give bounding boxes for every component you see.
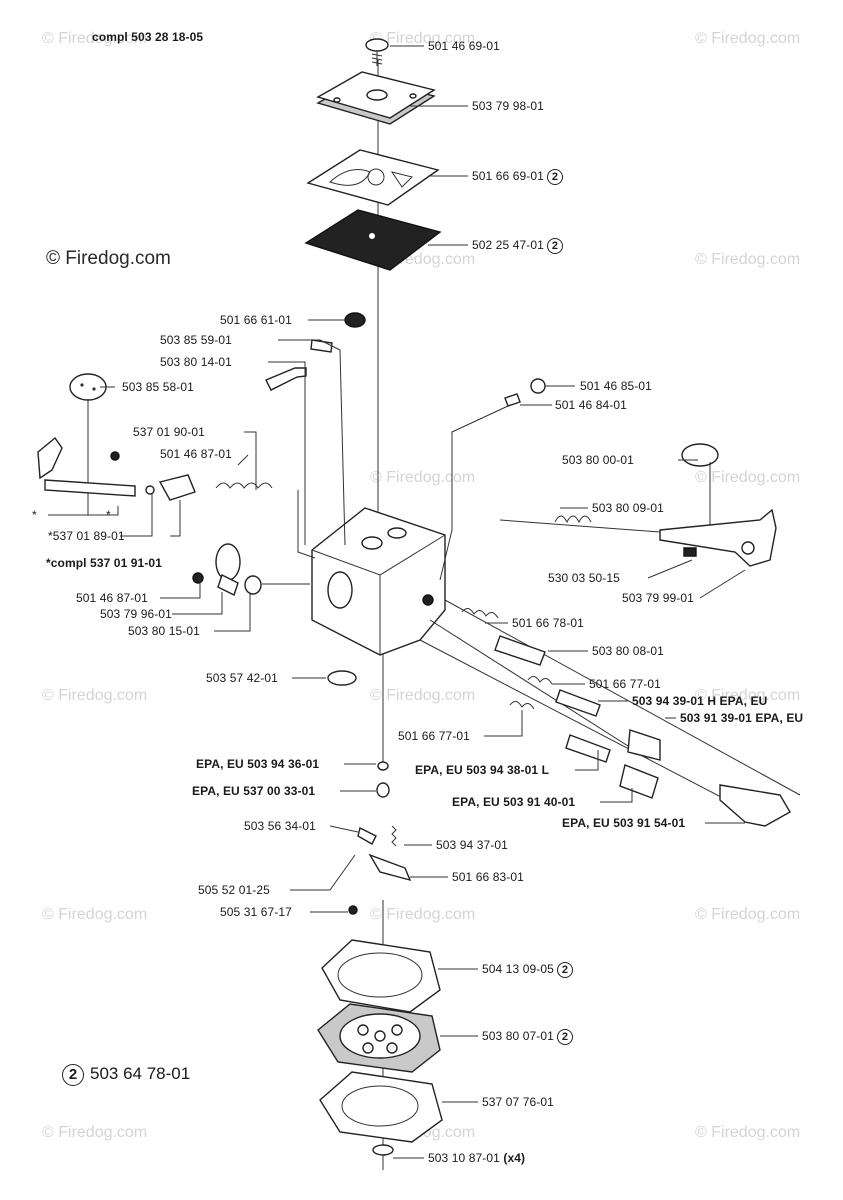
part-number: 503 10 87-01 <box>428 1151 500 1165</box>
fuel-tube-part <box>265 339 333 391</box>
part-label[interactable]: 503 91 39-01 EPA, EU <box>680 711 804 725</box>
throttle-plate-part <box>69 373 107 515</box>
part-label[interactable]: 501 66 83-01 <box>452 870 524 884</box>
part-label[interactable]: 503 80 15-01 <box>128 624 200 638</box>
throttle-shaft-part <box>37 436 273 501</box>
part-label[interactable]: 503 80 08-01 <box>592 644 664 658</box>
valve-cap-part <box>344 312 366 328</box>
part-label[interactable]: 501 66 77-01 <box>398 729 470 743</box>
lower-gasket-part <box>321 939 441 1013</box>
kit-ref-badge: 2 <box>556 962 573 978</box>
bottom-cover-part <box>319 1071 443 1143</box>
leader-lines <box>48 45 746 1159</box>
part-label[interactable]: 503 80 14-01 <box>160 355 232 369</box>
right-lever-part <box>439 378 777 581</box>
kit-legend: 2 503 64 78-01 <box>62 1064 190 1086</box>
watermark: © Firedog.com <box>370 469 476 486</box>
kit-ref-badge: 2 <box>62 1064 84 1086</box>
cover-plate-part <box>316 71 436 125</box>
part-label[interactable]: 501 46 85-01 <box>580 379 652 393</box>
watermark: © Firedog.com <box>42 906 148 923</box>
watermark: © Firedog.com <box>42 687 148 704</box>
part-label[interactable]: 503 10 87-01 (x4) <box>428 1151 525 1165</box>
part-label[interactable]: EPA, EU 503 94 36-01 <box>196 757 320 771</box>
part-label[interactable]: 537 07 76-01 <box>482 1095 554 1109</box>
part-label[interactable]: 501 66 61-01 <box>220 313 292 327</box>
part-number: 504 13 09-05 <box>482 962 554 976</box>
part-label[interactable]: 503 57 42-01 <box>206 671 278 685</box>
part-label[interactable]: EPA, EU 503 94 38-01 L <box>415 763 550 777</box>
inlet-needle-part <box>329 825 412 915</box>
watermark: © Firedog.com <box>695 906 801 923</box>
needle-adjusters-part <box>419 599 801 827</box>
watermark: © Firedog.com <box>370 906 476 923</box>
part-label[interactable]: 501 46 84-01 <box>555 398 627 412</box>
watermark: © Firedog.com <box>370 30 476 47</box>
star-marker: * <box>106 508 111 522</box>
assembly-label: compl 503 28 18-05 <box>92 30 204 44</box>
watermark: © Firedog.com <box>695 687 801 704</box>
part-number: 503 80 07-01 <box>482 1029 554 1043</box>
gasket-part <box>306 149 440 206</box>
watermark: © Firedog.com <box>695 30 801 47</box>
part-label[interactable]: 503 79 96-01 <box>100 607 172 621</box>
part-label[interactable]: 501 66 77-01 <box>589 677 661 691</box>
part-label[interactable]: 530 03 50-15 <box>548 571 620 585</box>
carburetor-body-part <box>311 507 446 656</box>
kit-ref-badge: 2 <box>556 1029 573 1045</box>
part-label[interactable]: 505 31 67-17 <box>220 905 292 919</box>
watermark-primary: © Firedog.com <box>46 248 171 269</box>
part-label[interactable]: 503 56 34-01 <box>244 819 316 833</box>
bottom-screw-part <box>372 1144 394 1170</box>
part-label[interactable]: EPA, EU 503 91 40-01 <box>452 795 576 809</box>
part-label[interactable]: EPA, EU 537 00 33-01 <box>192 784 316 798</box>
filter-screen-part <box>327 670 390 798</box>
part-label[interactable]: 503 85 58-01 <box>122 380 194 394</box>
part-label[interactable]: 503 79 98-01 <box>472 99 544 113</box>
quantity-note: (x4) <box>503 1151 526 1165</box>
part-label[interactable]: 501 46 87-01 <box>76 591 148 605</box>
watermark: © Firedog.com <box>695 469 801 486</box>
watermark: © Firedog.com <box>370 687 476 704</box>
watermark: © Firedog.com <box>42 30 148 47</box>
part-label[interactable]: 503 80 09-01 <box>592 501 664 515</box>
part-label[interactable]: 501 66 78-01 <box>512 616 584 630</box>
watermark: © Firedog.com <box>695 1124 801 1141</box>
part-label[interactable]: 503 85 59-01 <box>160 333 232 347</box>
part-label[interactable]: 503 79 99-01 <box>622 591 694 605</box>
star-marker: * <box>32 508 37 522</box>
kit-ref-badge: 2 <box>546 238 563 254</box>
part-number: 501 66 69-01 <box>472 169 544 183</box>
diaphragm-part <box>304 209 442 271</box>
part-label[interactable]: EPA, EU 503 91 54-01 <box>562 816 686 830</box>
part-label[interactable]: *537 01 89-01 <box>48 529 125 543</box>
part-label[interactable]: 503 94 39-01 H EPA, EU <box>632 694 768 708</box>
part-label[interactable]: 537 01 90-01 <box>133 425 205 439</box>
part-number: 502 25 47-01 <box>472 238 544 252</box>
part-label[interactable]: *compl 537 01 91-01 <box>46 556 162 570</box>
screw-part <box>365 38 389 66</box>
kit-part-number[interactable]: 503 64 78-01 <box>90 1064 191 1083</box>
part-label[interactable]: 501 46 87-01 <box>160 447 232 461</box>
pump-diaphragm-part <box>317 1003 441 1073</box>
choke-lever-part <box>192 543 262 596</box>
watermark: © Firedog.com <box>42 1124 148 1141</box>
part-label[interactable]: 501 46 69-01 <box>428 39 500 53</box>
part-label[interactable]: 505 52 01-25 <box>198 883 270 897</box>
part-label[interactable]: 503 80 00-01 <box>562 453 634 467</box>
kit-ref-badge: 2 <box>546 169 563 185</box>
watermark: © Firedog.com <box>695 251 801 268</box>
part-label[interactable]: 503 94 37-01 <box>436 838 508 852</box>
